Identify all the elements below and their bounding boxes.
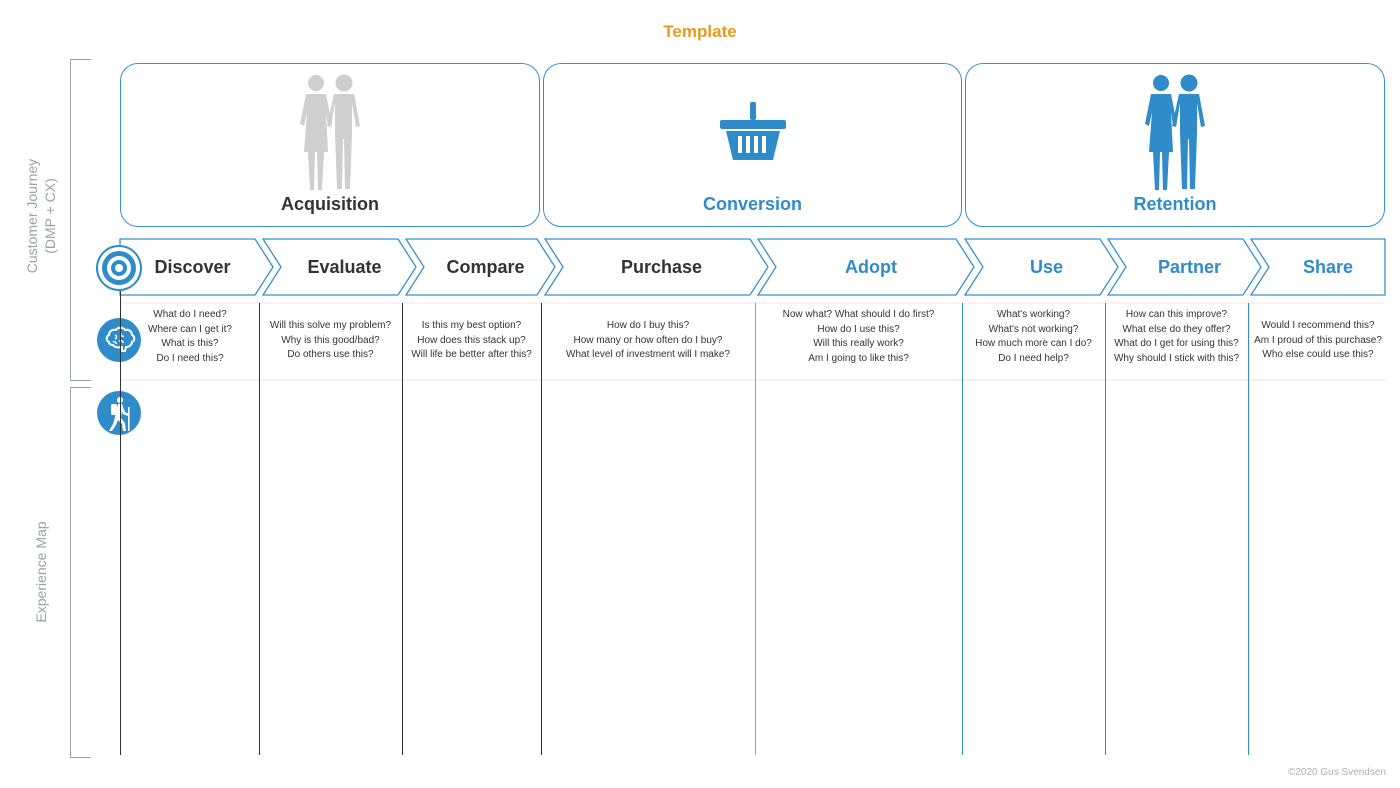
- page-title: Template: [663, 22, 737, 41]
- hiker-icon: [97, 391, 141, 435]
- column-line-evaluate: [259, 303, 260, 755]
- chevron-share: [1249, 238, 1386, 296]
- copyright: ©2020 Gus Svendsen: [1288, 767, 1386, 778]
- question-cell-compare: Is this my best option? How does this st…: [411, 320, 532, 360]
- chevron-purchase: [543, 238, 769, 296]
- stage-label-purchase: Purchase: [620, 257, 703, 277]
- column-line-adopt: [755, 303, 756, 755]
- question-cell-adopt: Now what? What should I do first? How do…: [782, 309, 935, 364]
- column-line-share: [1248, 303, 1249, 755]
- question-cell-purchase: How do I buy this? How many or how often…: [566, 320, 730, 360]
- chevron-use: [963, 238, 1119, 296]
- question-cell-evaluate: Will this solve my problem? Why is this …: [269, 320, 392, 360]
- stage-label-discover: Discover: [154, 257, 231, 277]
- column-line-use: [962, 303, 963, 755]
- experience-map-bracket: [70, 387, 91, 758]
- question-cell-use: What's working? What's not working? How …: [975, 309, 1092, 364]
- chevron-evaluate: [261, 238, 417, 296]
- stage-label-adopt: Adopt: [845, 257, 897, 277]
- stage-label-compare: Compare: [446, 257, 525, 277]
- column-line-partner: [1105, 303, 1106, 755]
- phase-label: Acquisition: [281, 194, 379, 214]
- column-line-compare: [402, 303, 403, 755]
- couple-silhouette-icon: [1145, 74, 1205, 190]
- question-cell-partner: How can this improve? What else do they …: [1113, 309, 1240, 364]
- chevron-partner: [1106, 238, 1262, 296]
- chevron-adopt: [756, 238, 975, 296]
- brain-icon: [97, 318, 141, 362]
- phase-label: Retention: [1133, 194, 1217, 214]
- phase-conversion: Conversion: [543, 63, 962, 227]
- phase-retention: Retention: [965, 63, 1385, 227]
- question-cell-discover: What do I need? Where can I get it? What…: [148, 309, 232, 364]
- stage-label-share: Share: [1302, 257, 1354, 277]
- stage-label-partner: Partner: [1157, 257, 1222, 277]
- phase-acquisition: Acquisition: [120, 63, 540, 227]
- stage-label-use: Use: [1029, 257, 1064, 277]
- column-line-purchase: [541, 303, 542, 755]
- target-icon: [96, 245, 142, 291]
- customer-journey-bracket: [70, 59, 91, 381]
- stage-label-evaluate: Evaluate: [307, 257, 382, 277]
- column-line-discover: [120, 291, 121, 755]
- phase-label: Conversion: [702, 194, 803, 214]
- couple-silhouette-icon: [300, 74, 360, 190]
- stage-labels: Discover Evaluate Compare Purchase Adopt…: [0, 239, 1400, 295]
- shopping-basket-icon: [719, 102, 786, 160]
- question-cell-share: Would I recommend this? Am I proud of th…: [1254, 320, 1382, 360]
- chevron-compare: [404, 238, 556, 296]
